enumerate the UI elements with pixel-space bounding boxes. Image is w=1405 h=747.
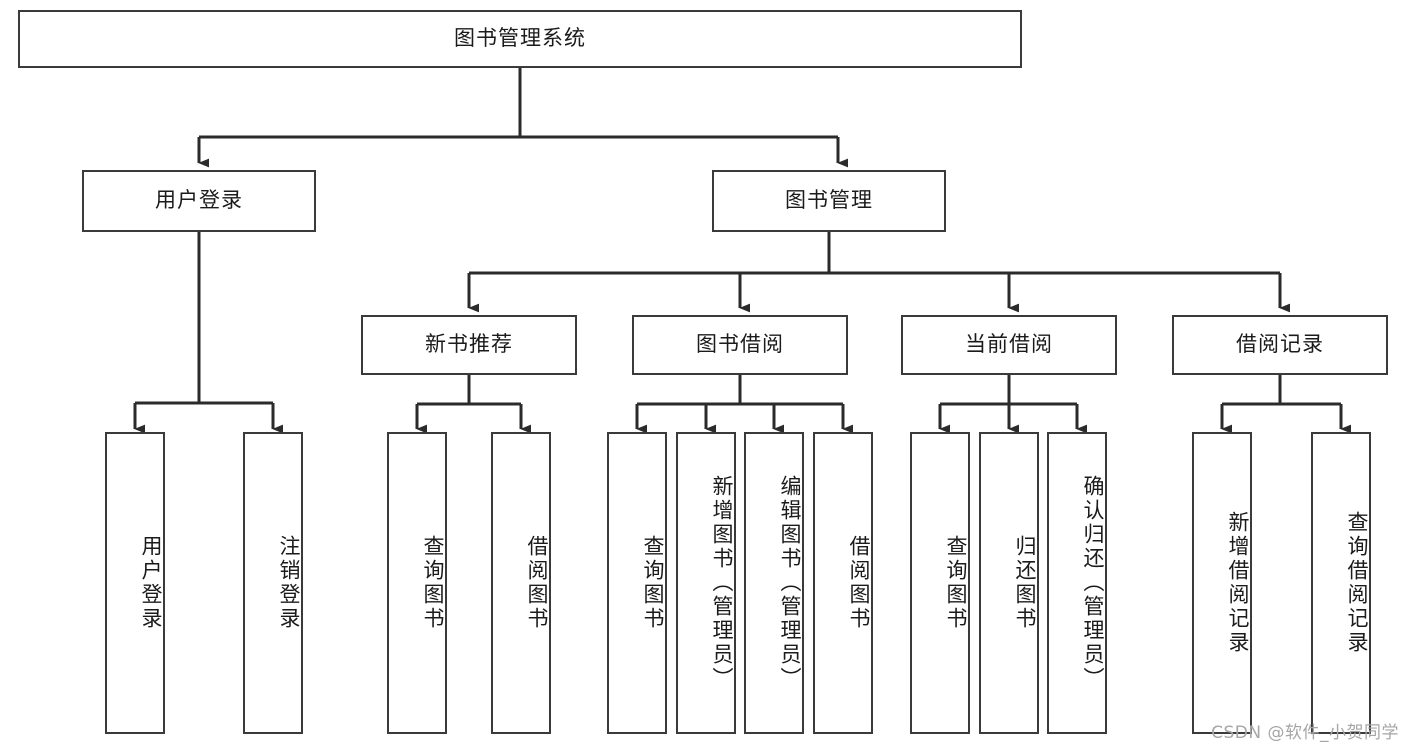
node-new-book-recommend-label: 新书推荐 [425, 332, 513, 357]
node-book-management-label: 图书管理 [785, 188, 873, 213]
node-borrow-record[interactable]: 借阅记录 [1172, 315, 1388, 375]
node-leaf-edit-book-label: 编辑图书（管理员） [778, 475, 802, 691]
node-leaf-confirm-return[interactable]: 确认归还（管理员） [1047, 432, 1107, 734]
node-leaf-confirm-return-label: 确认归还（管理员） [1081, 475, 1105, 691]
node-leaf-logout-login-label: 注销登录 [277, 535, 301, 631]
node-leaf-query-book-1-label: 查询图书 [421, 535, 445, 631]
node-leaf-add-record[interactable]: 新增借阅记录 [1192, 432, 1252, 734]
node-root[interactable]: 图书管理系统 [18, 10, 1022, 68]
node-leaf-return-book-label: 归还图书 [1013, 535, 1037, 631]
node-leaf-return-book[interactable]: 归还图书 [979, 432, 1039, 734]
node-leaf-user-login[interactable]: 用户登录 [105, 432, 165, 734]
node-leaf-query-book-3-label: 查询图书 [944, 535, 968, 631]
node-leaf-add-record-label: 新增借阅记录 [1226, 511, 1250, 655]
node-root-label: 图书管理系统 [454, 26, 586, 51]
node-borrow-record-label: 借阅记录 [1236, 332, 1324, 357]
node-leaf-borrow-book-2[interactable]: 借阅图书 [813, 432, 873, 734]
node-leaf-query-book-1[interactable]: 查询图书 [387, 432, 447, 734]
node-leaf-borrow-book-2-label: 借阅图书 [847, 535, 871, 631]
node-book-borrow[interactable]: 图书借阅 [632, 315, 848, 375]
node-leaf-add-book-label: 新增图书（管理员） [710, 475, 734, 691]
node-leaf-query-book-2-label: 查询图书 [641, 535, 665, 631]
node-leaf-query-book-3[interactable]: 查询图书 [910, 432, 970, 734]
node-leaf-query-record-label: 查询借阅记录 [1345, 511, 1369, 655]
node-leaf-borrow-book-1[interactable]: 借阅图书 [491, 432, 551, 734]
node-user-login-label: 用户登录 [155, 188, 243, 213]
node-leaf-add-book[interactable]: 新增图书（管理员） [676, 432, 736, 734]
node-leaf-query-record[interactable]: 查询借阅记录 [1311, 432, 1371, 734]
node-leaf-query-book-2[interactable]: 查询图书 [607, 432, 667, 734]
node-leaf-edit-book[interactable]: 编辑图书（管理员） [744, 432, 804, 734]
node-new-book-recommend[interactable]: 新书推荐 [361, 315, 577, 375]
node-user-login[interactable]: 用户登录 [82, 170, 316, 232]
node-leaf-logout-login[interactable]: 注销登录 [243, 432, 303, 734]
node-leaf-borrow-book-1-label: 借阅图书 [525, 535, 549, 631]
node-leaf-user-login-label: 用户登录 [139, 535, 163, 631]
csdn-watermark: CSDN @软件_小贺同学 [1211, 723, 1399, 743]
node-current-borrow-label: 当前借阅 [965, 332, 1053, 357]
node-book-management[interactable]: 图书管理 [712, 170, 946, 232]
node-book-borrow-label: 图书借阅 [696, 332, 784, 357]
node-current-borrow[interactable]: 当前借阅 [901, 315, 1117, 375]
